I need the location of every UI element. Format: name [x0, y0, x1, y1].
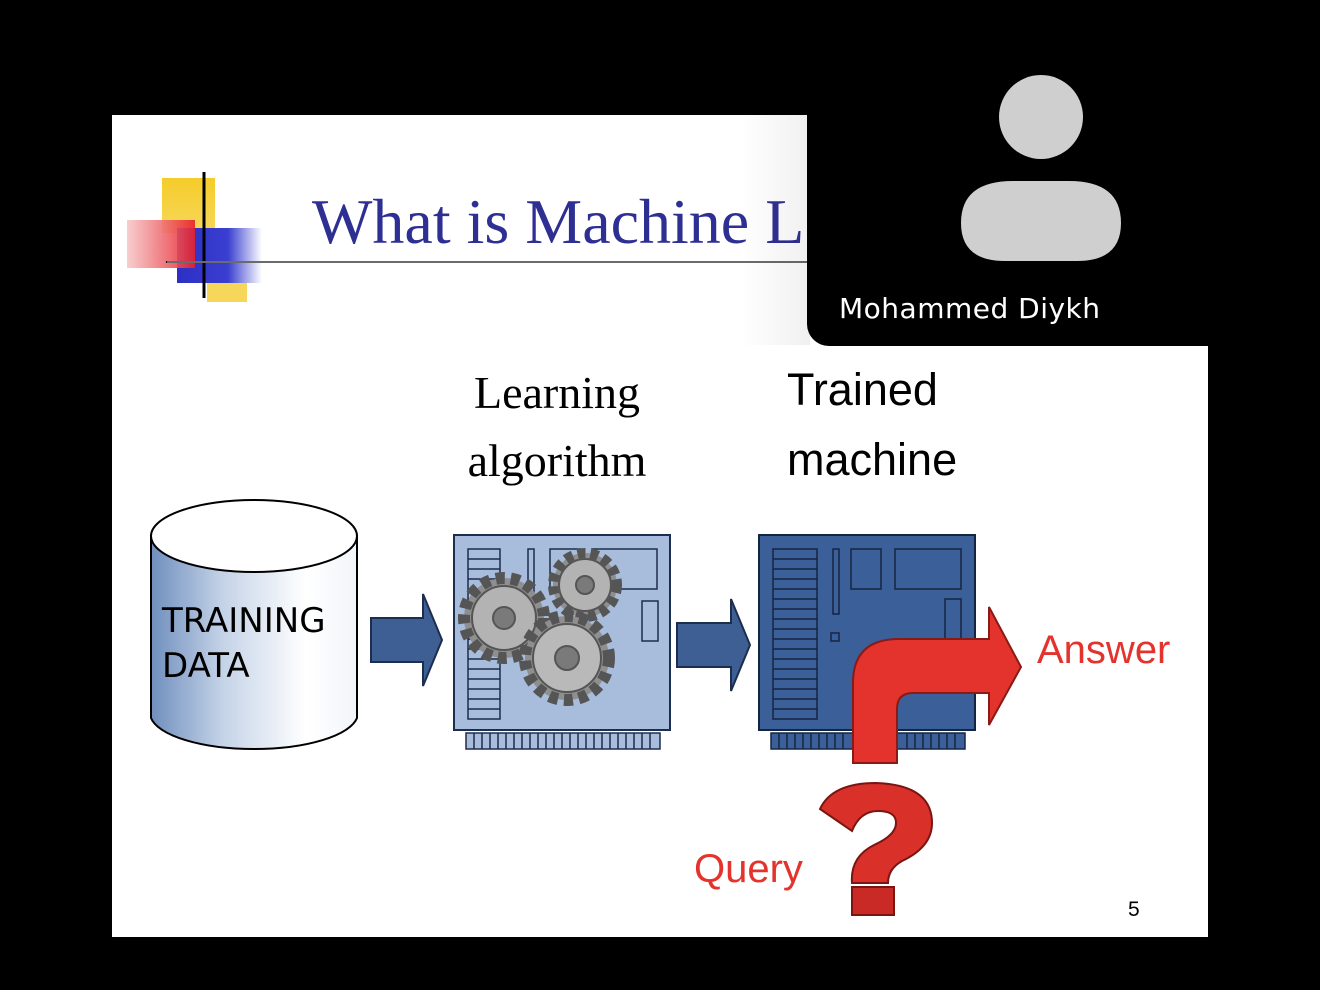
flow-arrow-icon: [370, 593, 444, 687]
slide-page-number: 5: [1128, 898, 1140, 921]
participant-name: Mohammed Diykh: [839, 292, 1101, 325]
training-data-label: TRAINING DATA: [162, 599, 326, 689]
training-label-line2: DATA: [162, 646, 250, 686]
database-cylinder-icon: [150, 499, 358, 751]
trained-label-line1: Trained: [787, 364, 938, 415]
participant-video-tile[interactable]: Mohammed Diykh: [807, 0, 1208, 346]
trained-label-line2: machine: [787, 434, 958, 485]
learning-label-line1: Learning: [473, 367, 641, 418]
query-label: Query: [694, 847, 803, 891]
slide-title: What is Machine L: [312, 186, 805, 257]
learning-label-line2: algorithm: [467, 435, 647, 486]
flow-arrow-icon: [676, 598, 752, 692]
circuit-board-with-gears-icon: [453, 534, 671, 750]
question-mark-icon: [818, 781, 934, 916]
slide-logo-decoration: [127, 172, 262, 302]
learning-algorithm-label: Learning algorithm: [432, 359, 682, 495]
video-tile-shadow: [740, 115, 810, 345]
answer-label: Answer: [1037, 628, 1171, 672]
title-divider: [167, 261, 967, 263]
answer-arrow-icon: [852, 606, 1023, 764]
person-silhouette-icon: [961, 75, 1121, 261]
training-label-line1: TRAINING: [162, 601, 326, 641]
trained-machine-label: Trained machine: [787, 355, 1047, 495]
